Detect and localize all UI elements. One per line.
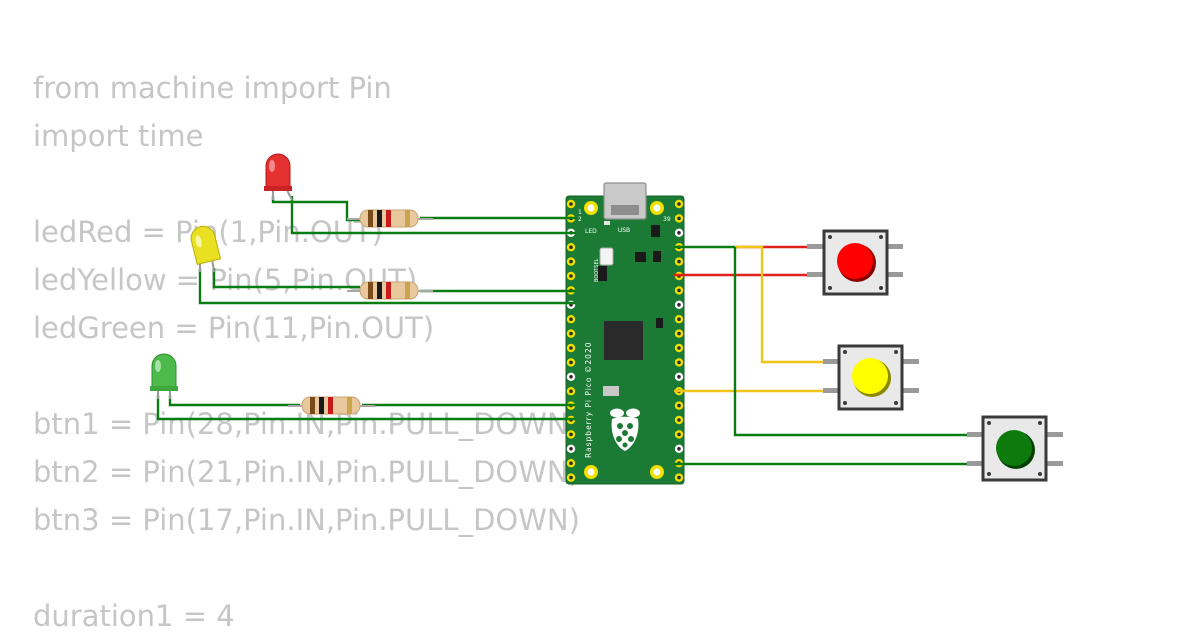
wire-red-led-ground[interactable] xyxy=(290,196,576,235)
pin-number-39: 39 xyxy=(663,216,671,223)
pin-hole xyxy=(569,346,573,350)
pin-number-1: 1 xyxy=(578,209,582,216)
pin-hole xyxy=(569,375,573,379)
pin-hole xyxy=(569,447,573,451)
pin-hole xyxy=(677,202,681,206)
pin-hole xyxy=(569,202,573,206)
wire-yellow-button-vcc[interactable] xyxy=(735,245,841,364)
pin-hole xyxy=(677,331,681,336)
led-green[interactable] xyxy=(150,353,178,399)
code-line: from machine import Pin xyxy=(33,71,392,105)
pin-hole xyxy=(677,231,681,235)
code-line: btn2 = Pin(21,Pin.IN,Pin.PULL_DOWN) xyxy=(33,455,580,489)
led-yellow[interactable] xyxy=(189,224,222,273)
resistor-red-led[interactable] xyxy=(347,209,433,228)
wire-yellow-led-ground[interactable] xyxy=(198,268,576,305)
wire-green-led-ground[interactable] xyxy=(156,395,576,421)
pin-hole xyxy=(677,288,681,293)
pin-hole xyxy=(677,375,681,379)
code-line: ledYellow = Pin(5,Pin.OUT) xyxy=(33,263,418,297)
pin-hole xyxy=(677,303,681,307)
left-pin-header xyxy=(566,199,576,482)
onboard-led xyxy=(604,221,610,225)
wire-yellow-led[interactable] xyxy=(212,268,360,289)
pin-hole xyxy=(569,360,573,365)
pin-hole xyxy=(569,259,573,264)
raspberry-logo-icon xyxy=(610,408,640,451)
wire-red-led[interactable] xyxy=(271,196,360,222)
pin-hole xyxy=(569,461,573,466)
led-label: LED xyxy=(585,228,597,235)
pushbutton-red[interactable] xyxy=(807,229,903,296)
pushbutton-green[interactable] xyxy=(967,415,1063,482)
bootsel-button[interactable] xyxy=(599,247,614,266)
pin-hole xyxy=(677,475,681,480)
pin-hole xyxy=(677,360,681,365)
pin-hole xyxy=(677,418,681,422)
usb-label: USB xyxy=(618,227,630,234)
resistor-yellow-led[interactable] xyxy=(347,281,433,300)
pin-hole xyxy=(569,317,573,322)
pin-hole xyxy=(569,475,573,480)
pin-hole xyxy=(677,432,681,437)
pin-hole xyxy=(569,245,573,249)
code-line: duration1 = 4 xyxy=(33,599,235,633)
resistor-green-led[interactable] xyxy=(288,396,375,415)
led-red[interactable] xyxy=(264,153,293,201)
bootsel-label: BOOTSEL xyxy=(594,258,600,282)
pin-hole xyxy=(677,403,681,408)
pushbutton-yellow[interactable] xyxy=(823,344,919,411)
wires xyxy=(156,196,985,466)
board-silkscreen-name: Raspberry Pi Pico ©2020 xyxy=(584,342,593,459)
code-line: ledGreen = Pin(11,Pin.OUT) xyxy=(33,311,435,345)
code-line: import time xyxy=(33,119,204,153)
right-pin-header xyxy=(674,199,684,482)
code-line: btn3 = Pin(17,Pin.IN,Pin.PULL_DOWN) xyxy=(33,503,580,537)
pin-hole xyxy=(677,259,681,264)
pin-hole xyxy=(677,447,681,451)
pico-board[interactable]: USB LED BOOTSEL Raspberry Pi Pico ©2020 xyxy=(565,182,685,485)
pin-hole xyxy=(569,331,573,336)
pin-hole xyxy=(569,274,573,278)
pin-hole xyxy=(569,389,573,394)
pin-hole xyxy=(677,216,681,221)
wire-green-led[interactable] xyxy=(168,395,300,407)
pin-hole xyxy=(569,432,573,437)
pin-hole xyxy=(677,317,681,322)
wire-green-button-vcc[interactable] xyxy=(733,247,985,437)
rp2040-chip xyxy=(604,321,643,360)
pin-number-2: 2 xyxy=(578,216,582,223)
pin-hole xyxy=(677,346,681,350)
code-line: btn1 = Pin(28,Pin.IN,Pin.PULL_DOWN) xyxy=(33,407,580,441)
